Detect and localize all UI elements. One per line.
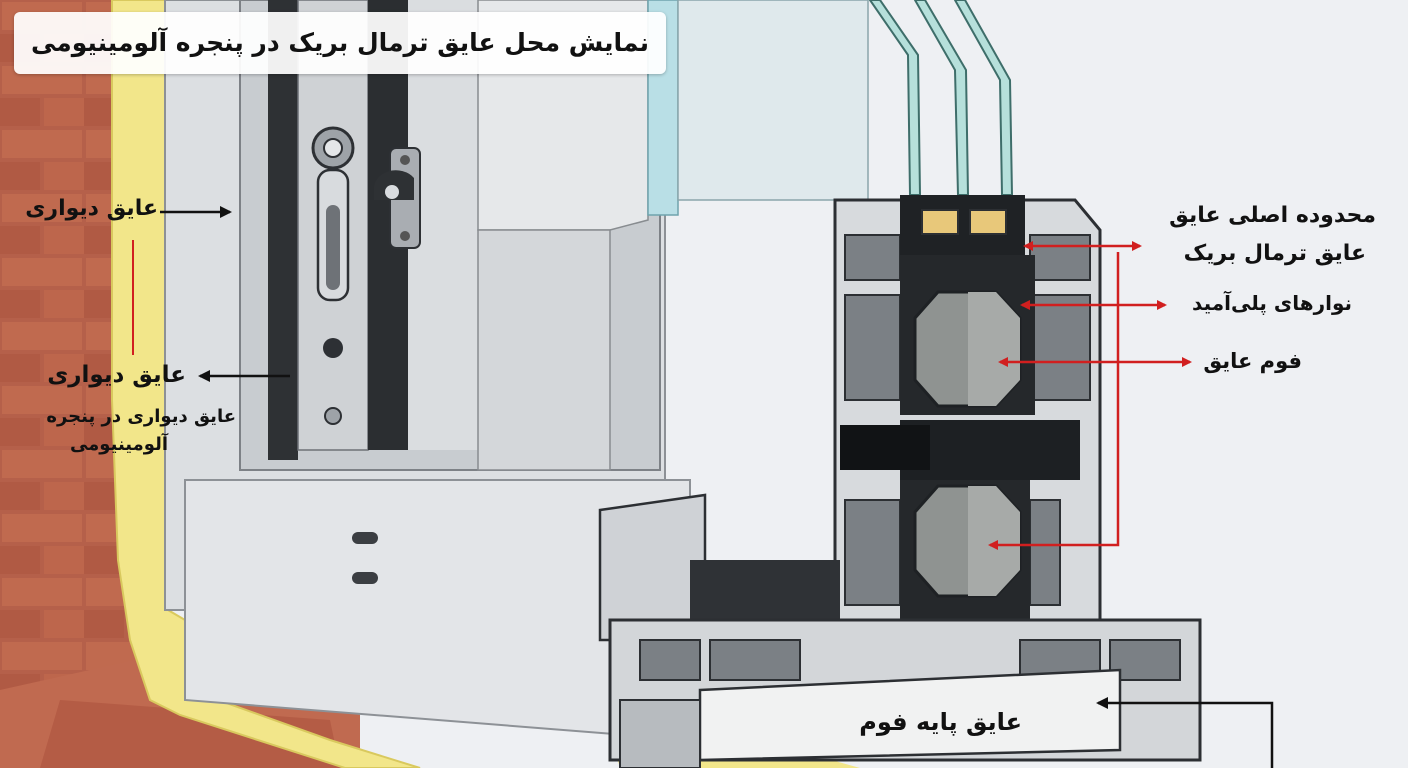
label-foam-base-insulation: عایق پایه فوم bbox=[859, 708, 1022, 736]
page-title: نمایش محل عایق ترمال بریک در پنجره آلومی… bbox=[30, 28, 650, 57]
label-arrows-red bbox=[988, 241, 1192, 550]
label-wall-insulation-top: عایق دیواری bbox=[25, 196, 158, 221]
label-wall-insulation-sub-line1: عایق دیواری در پنجره bbox=[46, 406, 236, 427]
gear-cam-icon bbox=[311, 126, 355, 170]
lock-keeper-icon bbox=[373, 147, 421, 249]
bottom-frame-section bbox=[598, 493, 1202, 768]
label-wall-insulation-sub-line2: آلومینیومی bbox=[69, 434, 168, 455]
label-insulating-foam: فوم عایق bbox=[1203, 349, 1302, 373]
handle-icon bbox=[316, 168, 350, 425]
label-polyamide-strips: نوارهای پلی‌آمید bbox=[1192, 291, 1352, 315]
title-box bbox=[14, 12, 666, 74]
label-thermal-break-zone-line1: محدوده اصلی عایق bbox=[1169, 203, 1376, 228]
label-wall-insulation-mid: عایق دیواری bbox=[47, 362, 186, 388]
thermal-break-profile-section bbox=[833, 195, 1102, 625]
label-arrows-black bbox=[160, 206, 1274, 768]
label-thermal-break-zone-line2: عایق ترمال بریک bbox=[1183, 241, 1366, 266]
